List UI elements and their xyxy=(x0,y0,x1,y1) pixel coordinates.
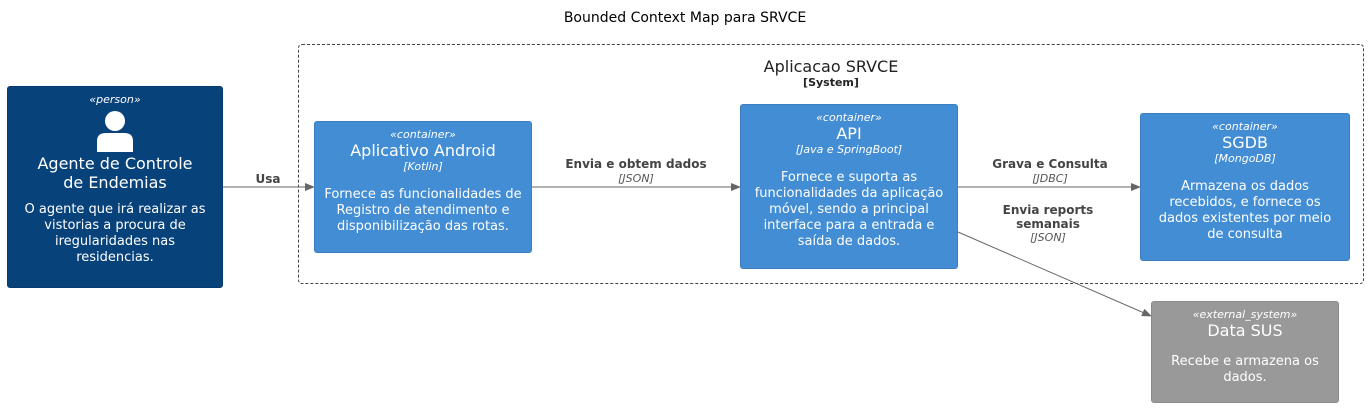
edge-tech-reports: [JSON] xyxy=(1030,231,1066,244)
container-sgdb[interactable]: «container» SGDB [MongoDB] Armazena os d… xyxy=(1140,113,1350,261)
stereotype-label: «container» xyxy=(390,128,456,141)
container-name: API xyxy=(836,124,862,143)
edge-label-envia-obtem: Envia e obtem dados xyxy=(565,157,707,171)
container-technology: [MongoDB] xyxy=(1214,152,1276,165)
external-system-data-sus[interactable]: «external_system» Data SUS Recebe e arma… xyxy=(1151,301,1339,403)
edge-label-usa: Usa xyxy=(255,172,281,186)
container-technology: [Java e SpringBoot] xyxy=(795,143,903,156)
container-technology: [Kotlin] xyxy=(403,160,443,173)
edge-label-reports-2: semanais xyxy=(1016,217,1080,231)
external-system-description: Recebe e armazena os dados. xyxy=(1171,354,1319,385)
container-description: Fornece as funcionalidades de Registro d… xyxy=(324,187,522,234)
edge-label-reports-1: Envia reports xyxy=(1002,203,1094,217)
container-description: Fornece e suporta as funcionalidades da … xyxy=(754,170,944,249)
person-icon xyxy=(97,111,133,152)
person-description: O agente que irá realizar as vistorias a… xyxy=(24,202,206,265)
system-boundary: Aplicacao SRVCE [System] xyxy=(298,44,1364,284)
boundary-type: [System] xyxy=(803,76,859,89)
external-system-name: Data SUS xyxy=(1207,321,1283,340)
edge-tech-grava: [JDBC] xyxy=(1032,172,1068,185)
container-aplicativo-android[interactable]: «container» Aplicativo Android [Kotlin] … xyxy=(314,121,532,253)
stereotype-label: «container» xyxy=(1212,120,1278,133)
person-agente-controle[interactable]: «person» Agente de Controle de Endemias … xyxy=(7,86,223,288)
boundary-name: Aplicacao SRVCE xyxy=(763,57,899,76)
stereotype-label: «external_system» xyxy=(1192,308,1298,321)
stereotype-label: «container» xyxy=(816,111,882,124)
container-description: Armazena os dados recebidos, e fornece o… xyxy=(1158,179,1332,242)
container-name: SGDB xyxy=(1222,133,1268,152)
edge-label-grava: Grava e Consulta xyxy=(992,157,1108,171)
person-name-line1: Agente de Controle xyxy=(37,154,193,173)
person-name-line2: de Endemias xyxy=(63,173,167,192)
diagram-title: Bounded Context Map para SRVCE xyxy=(563,10,807,26)
container-api[interactable]: «container» API [Java e SpringBoot] Forn… xyxy=(740,104,958,269)
container-name: Aplicativo Android xyxy=(350,141,496,160)
stereotype-label: «person» xyxy=(89,93,141,106)
edge-reports xyxy=(957,231,1152,317)
edge-tech-envia-obtem: [JSON] xyxy=(618,172,654,185)
